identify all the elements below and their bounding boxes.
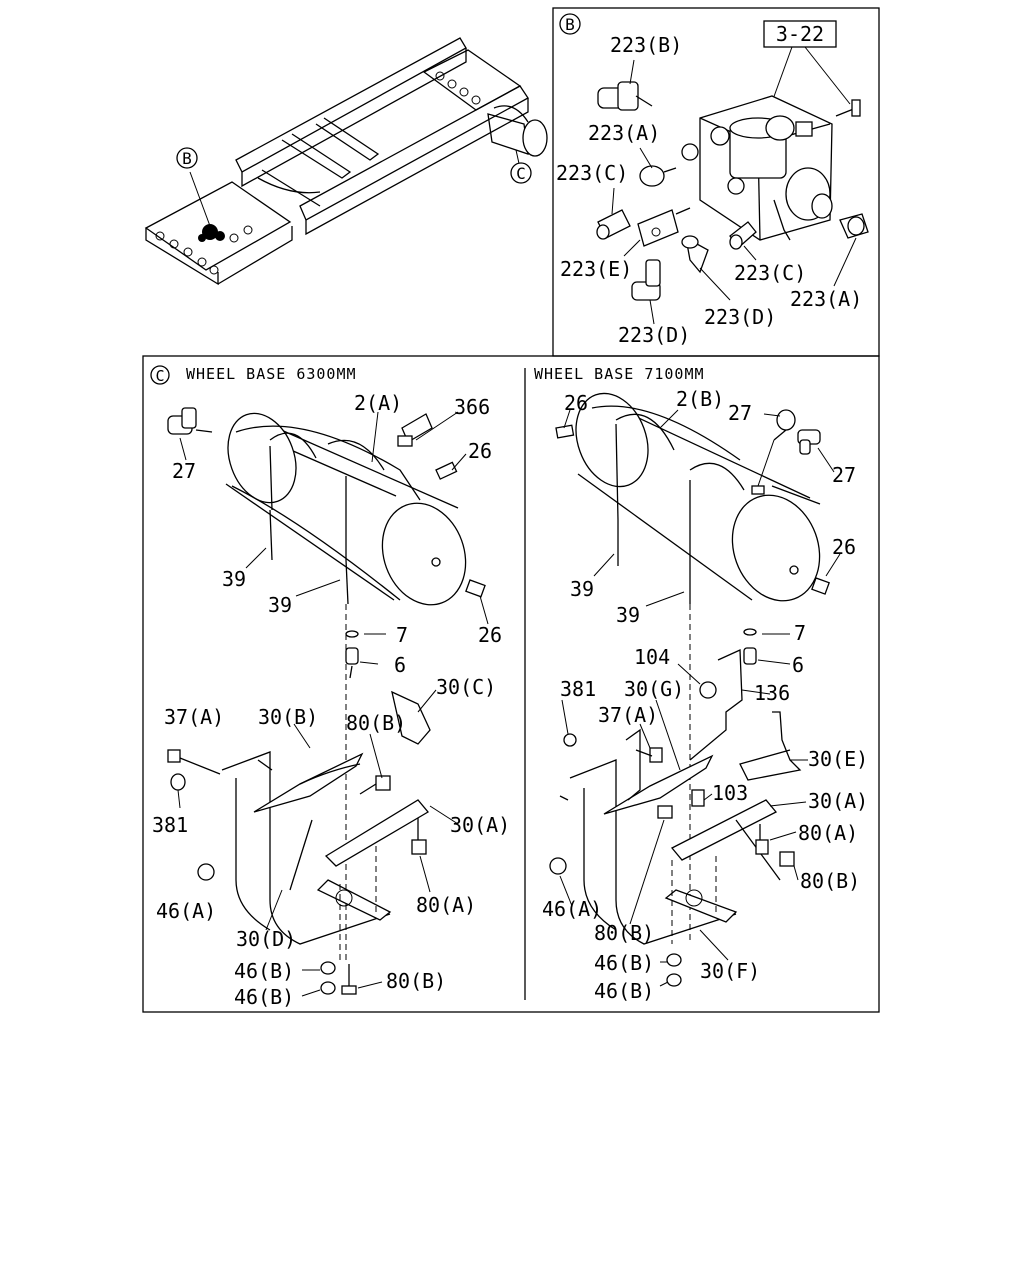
label-223a-1: 223(A) xyxy=(588,121,660,145)
label-80b-right-lower: 80(B) xyxy=(594,921,654,945)
label-2b: 2(B) xyxy=(676,387,724,411)
label-7-right: 7 xyxy=(794,621,806,645)
label-46a: 46(A) xyxy=(156,899,216,923)
label-80a-right: 80(A) xyxy=(798,821,858,845)
fitting-366 xyxy=(397,413,433,447)
label-381: 381 xyxy=(152,813,188,837)
label-136: 136 xyxy=(754,681,790,705)
label-381-right: 381 xyxy=(560,677,596,701)
label-6: 6 xyxy=(394,653,406,677)
label-30d: 30(D) xyxy=(236,927,296,951)
section-c-callout-text: C xyxy=(155,367,164,385)
label-27: 27 xyxy=(172,459,196,483)
frame-borders xyxy=(142,7,880,1013)
label-80b-right-upper: 80(B) xyxy=(800,869,860,893)
label-30a-right: 30(A) xyxy=(808,789,868,813)
label-30e: 30(E) xyxy=(808,747,868,771)
fitting-27-upper xyxy=(773,409,796,441)
label-80a: 80(A) xyxy=(416,893,476,917)
label-223c-1: 223(C) xyxy=(556,161,628,185)
callout-b-circle xyxy=(176,147,198,169)
label-366: 366 xyxy=(454,395,490,419)
ref-box-text: 3-22 xyxy=(776,22,824,46)
fitting-223d-lower xyxy=(631,259,661,301)
fitting-223e xyxy=(637,207,691,247)
label-39-right: 39 xyxy=(268,593,292,617)
callout-c-circle xyxy=(510,162,532,184)
label-7: 7 xyxy=(396,623,408,647)
label-46b-upper: 46(B) xyxy=(234,959,294,983)
section-c-headers: C WHEEL BASE 6300MM WHEEL BASE 7100MM xyxy=(150,365,705,385)
label-223b: 223(B) xyxy=(610,33,682,57)
fitting-223d-upper xyxy=(681,235,709,274)
fitting-27-left xyxy=(167,407,213,435)
label-223d-1: 223(D) xyxy=(618,323,690,347)
label-37a: 37(A) xyxy=(164,705,224,729)
label-80b-upper: 80(B) xyxy=(346,711,406,735)
detail-b-callout-text: B xyxy=(565,15,575,34)
label-223a-2: 223(A) xyxy=(790,287,862,311)
ref-box xyxy=(763,20,837,48)
label-27-upper: 27 xyxy=(728,401,752,425)
label-26-right-lower: 26 xyxy=(832,535,856,559)
label-30b: 30(B) xyxy=(258,705,318,729)
label-26-lower: 26 xyxy=(478,623,502,647)
header-wheelbase-7100: WHEEL BASE 7100MM xyxy=(534,365,705,383)
label-30g: 30(G) xyxy=(624,677,684,701)
label-80b-lower: 80(B) xyxy=(386,969,446,993)
plug-26-lower xyxy=(465,579,486,598)
header-wheelbase-6300: WHEEL BASE 6300MM xyxy=(186,365,357,383)
fitting-223b xyxy=(597,81,653,111)
label-223c-2: 223(C) xyxy=(734,261,806,285)
plug-26-upper xyxy=(435,461,458,480)
detail-b-callout xyxy=(559,13,581,35)
tank-assembly-7100: 26 2(B) 27 27 26 39 39 7 6 104 381 30(G)… xyxy=(542,387,868,1003)
label-26-right-upper: 26 xyxy=(564,391,588,415)
label-46a-right: 46(A) xyxy=(542,897,602,921)
label-37a-right: 37(A) xyxy=(598,703,658,727)
callout-c-text: C xyxy=(516,164,526,183)
label-39-right-right: 39 xyxy=(616,603,640,627)
valve-cluster-marker xyxy=(189,171,225,242)
detail-b: B 3-22 xyxy=(556,13,869,347)
label-27-lower: 27 xyxy=(832,463,856,487)
plug-26-right-upper xyxy=(555,424,575,439)
label-30c: 30(C) xyxy=(436,675,496,699)
label-46b-lower: 46(B) xyxy=(234,985,294,1009)
label-6-right: 6 xyxy=(792,653,804,677)
fitting-27-lower xyxy=(797,429,821,455)
plug-26-right-lower xyxy=(811,577,830,595)
label-30a: 30(A) xyxy=(450,813,510,837)
label-39-left: 39 xyxy=(222,567,246,591)
label-104: 104 xyxy=(634,645,670,669)
fitting-223c-upper xyxy=(639,165,677,187)
label-30f: 30(F) xyxy=(700,959,760,983)
label-26-upper: 26 xyxy=(468,439,492,463)
label-2a: 2(A) xyxy=(354,391,402,415)
label-46b-right-lower: 46(B) xyxy=(594,979,654,1003)
label-103: 103 xyxy=(712,781,748,805)
callout-b-text: B xyxy=(182,149,192,168)
label-223d-2: 223(D) xyxy=(704,305,776,329)
tank-assembly-6300: 2(A) 366 27 26 39 39 26 7 6 30(C) 37(A) … xyxy=(152,391,510,1009)
fitting-223c-right xyxy=(729,221,757,250)
fitting-223a-right xyxy=(839,213,869,239)
section-c-callout xyxy=(150,365,170,385)
label-223e: 223(E) xyxy=(560,257,632,281)
label-39-right-left: 39 xyxy=(570,577,594,601)
label-46b-right-upper: 46(B) xyxy=(594,951,654,975)
chassis-overview: B C xyxy=(144,37,548,286)
fitting-223c-left xyxy=(596,209,631,240)
